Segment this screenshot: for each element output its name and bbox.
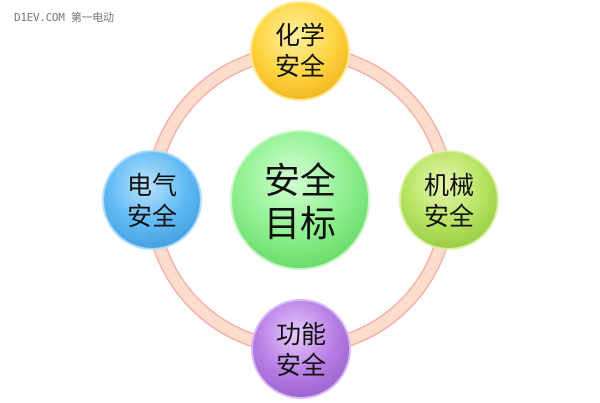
node-electrical-line2: 安全 xyxy=(127,202,177,231)
node-electrical-line1: 电气 xyxy=(127,171,177,200)
node-mechanical-line1: 机械 xyxy=(424,171,474,200)
node-functional-line2: 安全 xyxy=(276,351,326,380)
node-chemical: 化学 安全 xyxy=(250,1,350,101)
node-mechanical-line2: 安全 xyxy=(424,202,474,231)
node-functional: 功能 安全 xyxy=(251,299,351,399)
node-electrical: 电气 安全 xyxy=(102,150,202,250)
center-line2: 目标 xyxy=(264,204,336,245)
node-functional-line1: 功能 xyxy=(276,320,326,349)
node-chemical-line1: 化学 xyxy=(275,21,325,50)
watermark: D1EV.COM 第一电动 xyxy=(14,11,114,24)
center-line1: 安全 xyxy=(264,161,336,202)
center-node: 安全 目标 xyxy=(230,130,370,270)
node-chemical-line2: 安全 xyxy=(275,52,325,81)
node-mechanical: 机械 安全 xyxy=(399,150,499,250)
